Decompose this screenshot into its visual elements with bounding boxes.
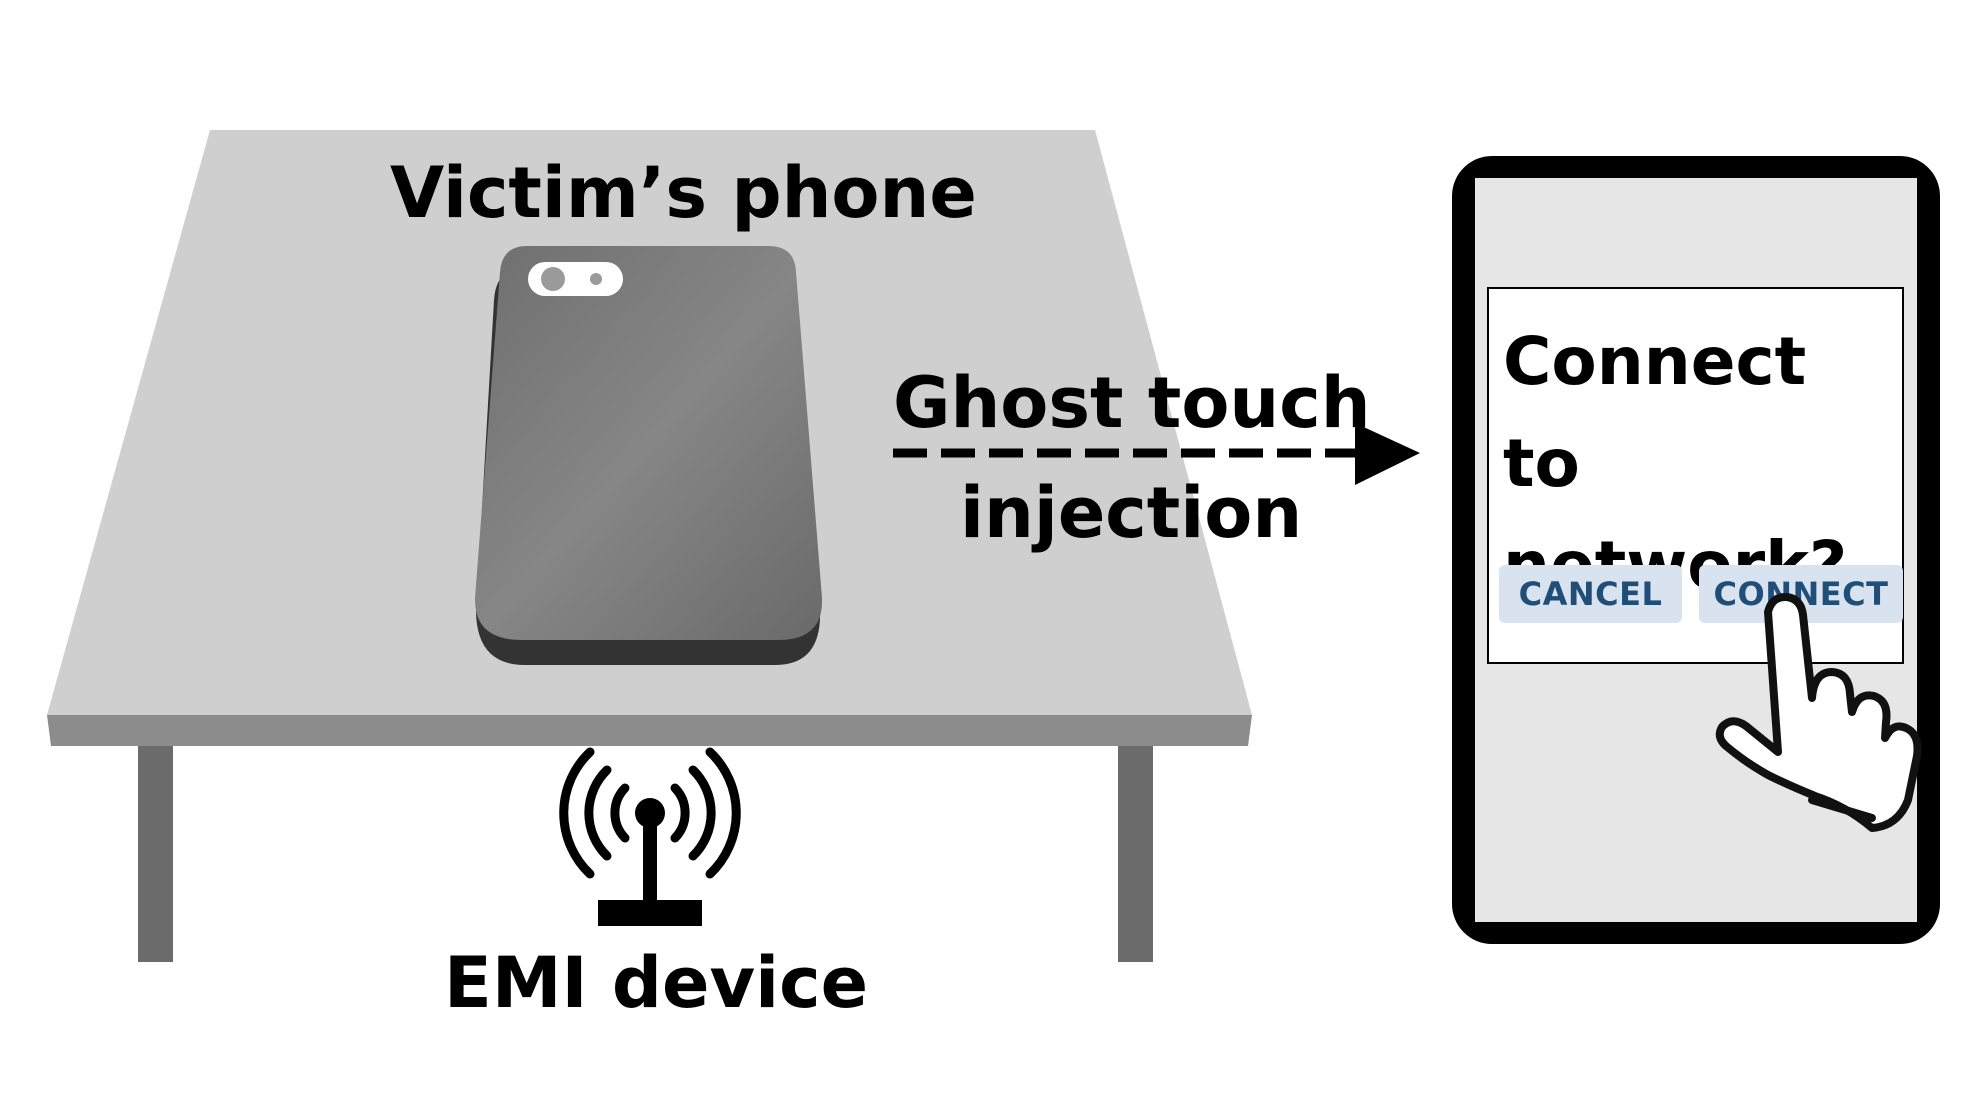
antenna-mast (643, 813, 657, 905)
antenna-base (598, 900, 702, 926)
camera-lens-icon (541, 267, 565, 291)
table-edge (47, 715, 1252, 746)
cancel-button[interactable]: CANCEL (1499, 565, 1682, 623)
emi-device-label: EMI device (444, 942, 869, 1024)
phone-body (474, 246, 823, 640)
signal-wave-left-3 (559, 747, 595, 879)
victim-phone-label: Victim’s phone (390, 152, 977, 234)
table-leg-left (138, 746, 173, 962)
antenna-broadcast-icon (559, 747, 741, 926)
camera-flash-icon (590, 273, 602, 285)
signal-wave-right-3 (705, 747, 741, 879)
smartphone-back-icon (474, 246, 823, 665)
signal-wave-left-2 (584, 765, 612, 861)
ghost-touch-label: Ghost touch (893, 362, 1371, 444)
signal-wave-right-2 (688, 765, 716, 861)
connect-button[interactable]: CONNECT (1699, 565, 1903, 623)
signal-wave-left-1 (610, 783, 630, 843)
connect-dialog: Connect to network? CANCEL CONNECT (1487, 287, 1904, 664)
dashed-arrow-icon (893, 423, 1420, 485)
injection-label: injection (960, 472, 1303, 554)
table-leg-right (1118, 746, 1153, 962)
arrow-head (1355, 423, 1420, 485)
signal-wave-right-1 (670, 783, 690, 843)
